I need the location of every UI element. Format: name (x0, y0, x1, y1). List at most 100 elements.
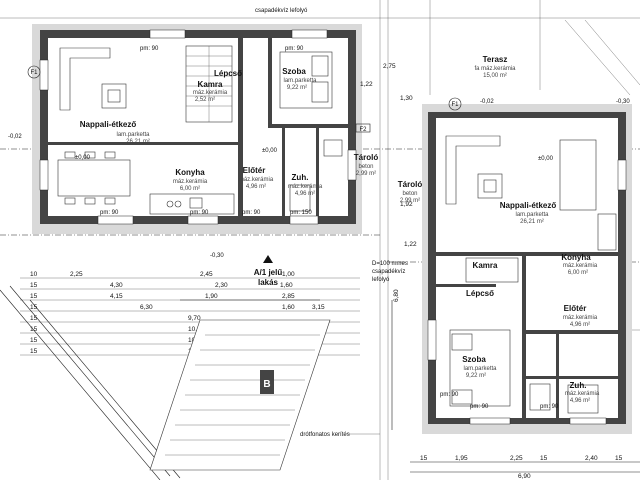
plan-a-pm-4: pm: 90 (190, 210, 209, 216)
dim-side-5: 1,22 (404, 241, 417, 248)
plan-b-room-kamra: Kamra (473, 261, 498, 270)
plan-a-room-konyha-material: máz.kerámia (173, 179, 208, 185)
plan-b-room-eloter-area: 4,96 m² (570, 322, 590, 328)
ramp-drawing: B (0, 285, 331, 480)
plan-b-room-zuh-area: 4,96 m² (570, 398, 590, 404)
dimension-label: 2,30 (215, 282, 228, 289)
plan-b-ext-level: -0,02 (480, 99, 494, 105)
plan-a-marker-f2-box (355, 123, 371, 133)
dim-side-3: 1,30 (400, 95, 413, 102)
plan-a-bed (279, 51, 333, 109)
plan-a-access-label-2: lakás (258, 278, 279, 287)
plan-a-ext-level: -0,02 (8, 134, 22, 140)
plan-a-wall-top (40, 30, 356, 38)
plan-a-pm-3: pm: 90 (100, 210, 119, 216)
plan-a-room-taroló-material: beton (358, 164, 373, 170)
plan-a-pm-1: pm: 90 (140, 46, 159, 52)
dim-bottom-2: 2,25 (510, 455, 523, 462)
dimension-label: 1,60 (282, 304, 295, 311)
plan-b-room-eloter-material: máz.kerámia (563, 315, 598, 321)
center-dims: 2,75 1,22 1,30 1,92 1,22 (360, 63, 417, 248)
plan-b-room-nappali: Nappali-étkező (500, 201, 557, 210)
plan-b-pm-1: pm: 90 (440, 392, 459, 398)
plan-a-room-lepcso: Lépcső (214, 69, 242, 78)
plan-a-room-taroló-area: 2,99 m² (356, 171, 376, 177)
plan-a-room-taroló: Tároló (354, 153, 379, 162)
dim-bottom-6: 15 (615, 455, 623, 462)
plan-a-room-kamra-material: máz.kerámia (193, 90, 228, 96)
dimension-label: 1,00 (282, 271, 295, 278)
plan-a-pm-2: pm: 90 (285, 46, 304, 52)
dimension-small-label: 15 (30, 282, 38, 289)
plan-b-room-zuh: Zuh. (570, 381, 587, 390)
plan-a-room-konyha: Konyha (175, 168, 205, 177)
dimension-label: 2,45 (200, 271, 213, 278)
dim-bottom-1: 1,95 (455, 455, 468, 462)
plan-a-room-szoba-material: lam.parketta (283, 78, 317, 84)
plan-b-fence-note: drótfonatos kerítés (300, 432, 350, 438)
plan-a-room-konyha-area: 6,00 m² (180, 186, 200, 192)
plan-b-room-szoba-area: 9,22 m² (466, 373, 486, 379)
plan-b-section-f1: F1 (451, 102, 459, 108)
plan-a: Nappali-étkező lam.parketta 26,21 m² Kam… (8, 8, 378, 287)
dimension-small-label: 10 (30, 271, 38, 278)
plan-b-room-taroló-area: 2,99 m² (400, 198, 420, 204)
plan-a-section-f2: F2 (359, 127, 367, 133)
plan-a-wall-left (40, 30, 48, 224)
plan-a-access-label: A/1 jelű (254, 268, 283, 277)
plan-b-room-zuh-material: máz.kerámia (565, 391, 600, 397)
dimension-small-label: 15 (30, 304, 38, 311)
plan-a-room-zuh: Zuh. (292, 173, 309, 182)
plan-b-room-taroló: Tároló (398, 180, 423, 189)
plan-a-dining-table (57, 151, 131, 205)
plan-a-stairs (185, 45, 233, 123)
plan-b-pipe-note-3: lefolyó (372, 277, 390, 283)
plan-b-room-taroló-material: beton (402, 191, 417, 197)
plan-a-room-kamra: Kamra (198, 80, 223, 89)
dimension-small-label: 15 (30, 326, 38, 333)
dim-bottom-3: 2,40 (585, 455, 598, 462)
plan-b-pipe-note: D=100 mmes (372, 261, 408, 267)
plan-b-dimension-chain: 1,95 2,25 2,40 6,90 15 15 15 6,80 (391, 289, 640, 480)
dimension-small-label: 15 (30, 293, 38, 300)
plan-b-room-nappali-material: lam.parketta (515, 212, 549, 218)
plan-a-room-szoba: Szoba (282, 67, 306, 76)
dimension-label: 10,30 (188, 326, 205, 333)
dimension-label: 2,25 (70, 271, 83, 278)
plan-a-room-nappali-material: lam.parketta (116, 132, 150, 138)
plan-a-room-nappali: Nappali-étkező (80, 120, 137, 129)
plan-a-level-mark: ±0,00 (75, 155, 91, 161)
dimension-label: 2,85 (282, 293, 295, 300)
plan-a-room-kamra-area: 2,52 m² (195, 97, 215, 103)
plan-a-room-szoba-area: 9,22 m² (287, 85, 307, 91)
dimension-small-label: 15 (30, 348, 38, 355)
plan-a-kitchen (149, 193, 235, 215)
plan-a-ext-level-2: -0,30 (210, 253, 224, 259)
plan-b-room-terasz-area: 15,00 m² (483, 73, 507, 79)
dim-side-2: 1,22 (360, 81, 373, 88)
plan-b-room-terasz-material: fa máz.kerámia (474, 66, 516, 72)
ramp-b-mark: B (263, 379, 270, 390)
dim-side-4: 1,92 (400, 201, 413, 208)
plan-b-pm-2: pm: 90 (470, 404, 489, 410)
plan-b-room-terasz: Terasz (483, 55, 508, 64)
plan-b-section-marker-icon (448, 97, 462, 111)
plan-b-ext-level-2: -0,30 (616, 99, 630, 105)
plan-a-wall-right (348, 30, 356, 224)
plan-b-room-szoba: Szoba (462, 355, 486, 364)
plan-b-room-szoba-material: lam.parketta (463, 366, 497, 372)
plan-a-room-nappali-area: 26,21 m² (126, 139, 150, 145)
plan-a-bathroom (289, 139, 343, 212)
plan-a-level-mark-2: ±0,00 (262, 148, 278, 154)
plan-b-room-konyha-area: 6,00 m² (568, 270, 588, 276)
dimension-label: 1,90 (205, 293, 218, 300)
dimension-label: 4,30 (110, 282, 123, 289)
dimension-small-label: 15 (30, 337, 38, 344)
plan-b-pipe-note-2: csapadékvíz (372, 269, 405, 275)
plan-a-access-arrow-icon (263, 255, 273, 263)
dimension-label: 9,70 (188, 315, 201, 322)
dim-bottom-5: 15 (540, 455, 548, 462)
dim-bottom-total: 6,90 (518, 473, 531, 480)
plan-a-section-f1: F1 (30, 70, 38, 76)
